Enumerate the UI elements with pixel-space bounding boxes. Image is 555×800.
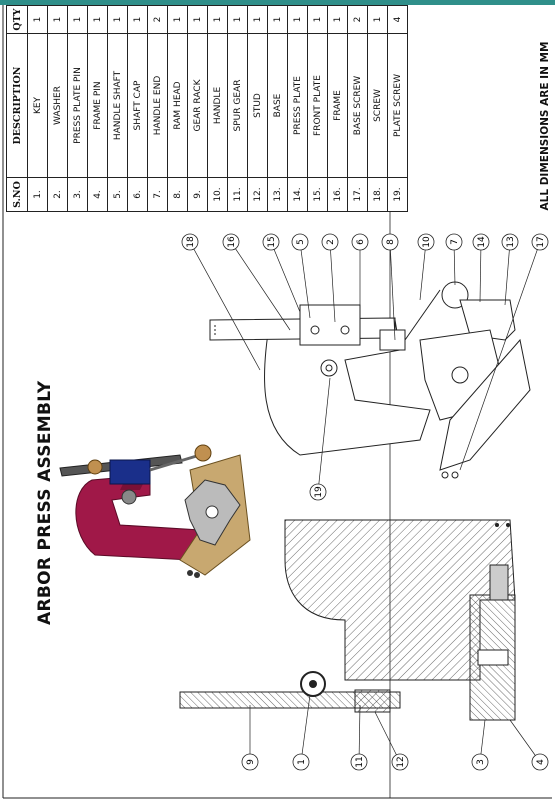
rack-section xyxy=(179,691,401,709)
balloon-leader xyxy=(389,241,396,341)
isometric-render xyxy=(59,444,251,578)
exploded-view xyxy=(209,281,531,479)
balloon-circle xyxy=(471,753,489,771)
balloon-leader xyxy=(299,241,311,319)
balloon-circle xyxy=(222,233,240,251)
balloon-circle xyxy=(350,753,368,771)
balloon-leader xyxy=(329,241,336,323)
balloon-leader xyxy=(317,377,331,493)
handle-ball-render xyxy=(194,444,212,462)
balloon-circle xyxy=(351,233,369,251)
frame-render xyxy=(75,474,201,561)
balloon-circle xyxy=(292,753,310,771)
balloon-ex-label: 2 xyxy=(326,239,336,245)
balloon-ex-label: 18 xyxy=(186,236,196,248)
balloon-circle xyxy=(262,233,280,251)
balloon-circle xyxy=(445,233,463,251)
balloon-leader xyxy=(374,711,401,763)
balloon-ex-label: 7 xyxy=(450,239,460,245)
ram-head-section xyxy=(354,689,391,713)
balloon-sec-label: 3 xyxy=(476,759,486,765)
balloon-circle xyxy=(531,233,549,251)
balloon-circle xyxy=(391,753,409,771)
base-screw-section xyxy=(489,564,509,601)
balloon-ex-label: 10 xyxy=(422,236,432,248)
balloon-ex-label: 6 xyxy=(356,239,366,245)
balloon-ex-label: 19 xyxy=(314,486,324,498)
balloon-circle xyxy=(381,233,399,251)
balloon-leader xyxy=(358,704,361,763)
balloon-circle xyxy=(531,753,549,771)
balloon-sec-label: 12 xyxy=(396,756,406,767)
balloon-leader xyxy=(230,241,291,331)
balloon-leader xyxy=(459,241,541,471)
exploded-balloons: 18 16 15 5 2 6 8 10 7 14 13 17 19 xyxy=(181,233,549,501)
balloon-sec-label: 4 xyxy=(536,759,546,765)
gear-render xyxy=(121,489,137,505)
balloon-ex-label: 15 xyxy=(267,236,277,247)
balloon-sec-label: 1 xyxy=(297,759,307,765)
balloon-circle xyxy=(321,233,339,251)
handle-render xyxy=(149,453,201,472)
balloon-leader xyxy=(189,241,261,371)
balloon-circle xyxy=(417,233,435,251)
balloon-leader xyxy=(504,241,511,306)
section-view xyxy=(179,519,516,721)
balloon-ex-label: 8 xyxy=(386,239,396,245)
balloon-sec-label: 9 xyxy=(246,759,256,765)
balloon-leader xyxy=(479,241,482,303)
balloon-circle xyxy=(472,233,490,251)
balloon-circle xyxy=(501,233,519,251)
balloon-leader xyxy=(270,241,301,313)
balloon-circle xyxy=(309,483,327,501)
balloon-circle xyxy=(241,753,259,771)
balloon-ex-label: 5 xyxy=(296,239,306,245)
balloon-leader xyxy=(300,694,311,763)
balloon-ex-label: 14 xyxy=(477,236,487,248)
balloon-sec-label: 11 xyxy=(355,756,365,767)
balloon-circle xyxy=(291,233,309,251)
balloon-leader xyxy=(419,241,427,301)
balloon-circle xyxy=(181,233,199,251)
top-border-strip xyxy=(0,0,555,5)
balloon-ex-label: 17 xyxy=(536,236,546,247)
balloon-ex-label: 16 xyxy=(227,236,237,248)
plate-render xyxy=(109,459,151,485)
balloon-leader xyxy=(509,719,541,763)
balloon-ex-label: 13 xyxy=(506,236,516,247)
